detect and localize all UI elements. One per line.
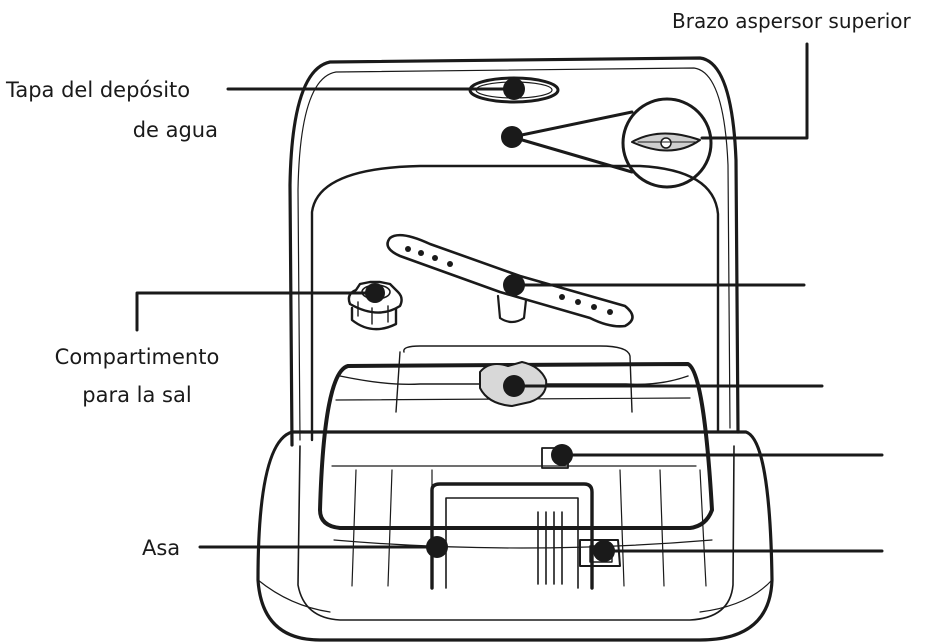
label-water-tank-cap-line1: Tapa del depósito [6,78,191,102]
lower-spray-arm [386,233,634,328]
leader-lines [135,42,884,553]
label-water-tank-cap-line2: de agua [132,118,218,142]
dishwasher-body [288,56,740,447]
label-upper-spray-arm: Brazo aspersor superior [672,9,911,33]
label-salt-compartment-line2: para la sal [82,383,192,407]
label-salt-compartment-line1: Compartimento [54,345,220,369]
upper-spray-arm-magnifier [621,97,713,189]
label-handle: Asa [142,536,181,560]
callout-dots [365,78,615,562]
dishwasher-base [256,430,774,642]
